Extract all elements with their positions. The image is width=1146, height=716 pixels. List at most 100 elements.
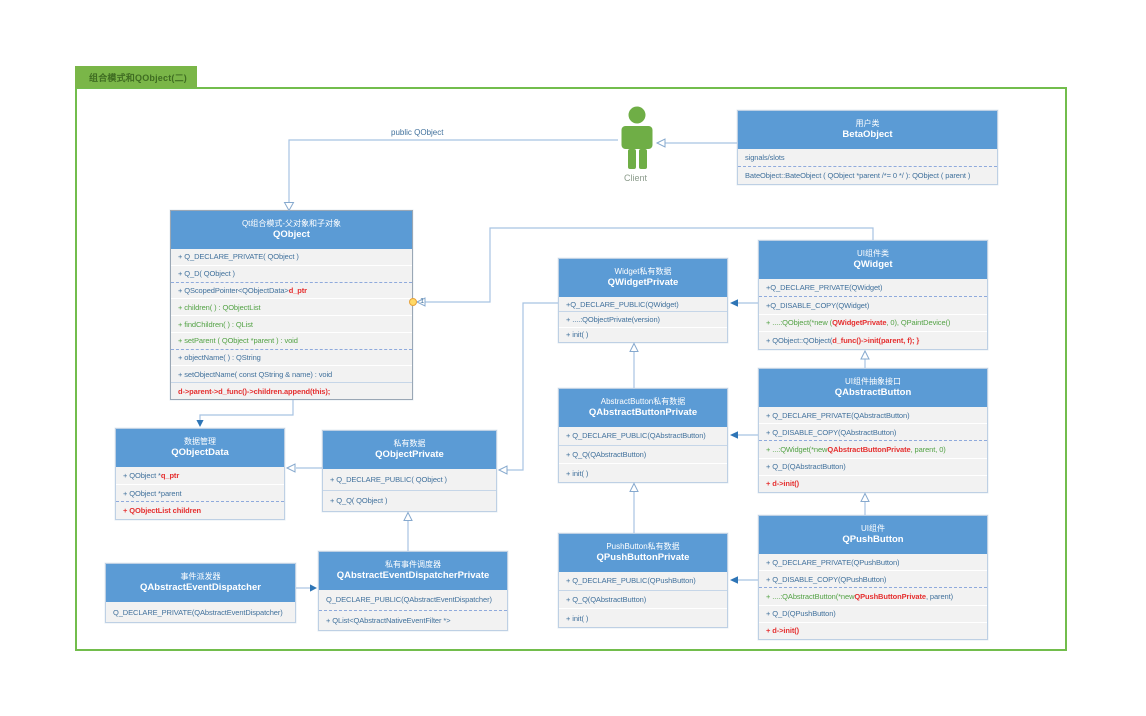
class-member-row: d->parent->d_func()->children.append(thi… xyxy=(171,383,412,399)
member-text: , 0), QPaintDevice() xyxy=(886,318,951,328)
member-text: + QObject * xyxy=(123,470,161,480)
member-text: + Q_DECLARE_PUBLIC( QObject ) xyxy=(330,474,447,484)
class-stereotype: 用户类 xyxy=(855,119,880,129)
class-name: QPushButtonPrivate xyxy=(596,552,690,564)
class-member-row: + Q_D(QPushButton) xyxy=(759,606,987,623)
class-name: QWidgetPrivate xyxy=(607,277,679,289)
member-text: + Q_DISABLE_COPY(QAbstractButton) xyxy=(766,427,897,437)
diagram-tab[interactable]: 组合模式和QObject(二) xyxy=(75,66,198,88)
class-member-row: + Q_Q(QAbstractButton) xyxy=(559,591,727,610)
member-text: + objectName( ) : QString xyxy=(178,353,261,363)
class-member-row: + findChildren( ) : QList xyxy=(171,316,412,333)
class-member-row: + d->init() xyxy=(759,623,987,639)
class-name: BetaObject xyxy=(842,129,893,141)
member-text: + Q_Q(QAbstractButton) xyxy=(566,595,647,604)
member-text: + ....:QObject(*new ( xyxy=(766,318,833,328)
member-text: + d->init() xyxy=(766,479,800,489)
class-member-row: BateObject::BateObject ( QObject *parent… xyxy=(738,167,997,184)
class-stereotype: PushButton私有数据 xyxy=(606,542,680,552)
class-member-row: Q_DECLARE_PUBLIC(QAbstractEventDispatche… xyxy=(319,590,507,611)
member-text: d_func()->init(parent, f); } xyxy=(832,336,920,346)
class-member-row: + children( ) : QObjectList xyxy=(171,299,412,317)
class-stereotype: 事件派发器 xyxy=(180,572,221,582)
class-member-row: + Q_Q( QObject ) xyxy=(323,491,496,512)
member-text: + setObjectName( const QString & name) :… xyxy=(178,369,333,379)
class-member-row: + ....:QObjectPrivate(version) xyxy=(559,312,727,328)
inheritance-label: public QObject xyxy=(388,128,447,137)
class-body: Q_DECLARE_PUBLIC(QAbstractEventDispatche… xyxy=(319,590,507,630)
class-member-row: signals/slots xyxy=(738,149,997,167)
class-member-row: + init( ) xyxy=(559,609,727,627)
member-text: QPushButtonPrivate xyxy=(854,592,926,601)
class-stereotype: 私有事件调度器 xyxy=(385,560,441,570)
client-actor-label: Client xyxy=(624,173,648,183)
class-member-row: + ...:QWidget(*new QAbstractButtonPrivat… xyxy=(759,441,987,459)
class-name: QObject xyxy=(273,229,310,241)
class-member-row: + QObject *parent xyxy=(116,485,284,503)
class-member-row: + setParent ( QObject *parent ) : void xyxy=(171,333,412,350)
member-text: + Q_Q( QObject ) xyxy=(330,496,388,506)
member-text: + QObject *parent xyxy=(123,488,182,498)
class-member-row: + QObjectList children xyxy=(116,502,284,519)
member-text: + setParent ( QObject *parent ) : void xyxy=(178,336,298,346)
class-name: QObjectData xyxy=(171,447,229,459)
class-body: + Q_DECLARE_PRIVATE(QAbstractButton) + Q_… xyxy=(759,407,987,492)
class-member-row: + QObject::QObject( d_func()->init(paren… xyxy=(759,332,987,349)
member-text: + Q_D(QAbstractButton) xyxy=(766,462,846,472)
class-stereotype: Qt组合模式-父对象和子对象 xyxy=(241,219,342,229)
member-text: q_ptr xyxy=(160,470,180,480)
class-name: QAbstractEventDispatcherPrivate xyxy=(336,570,490,582)
member-text: + init( ) xyxy=(566,330,589,340)
class-stereotype: AbstractButton私有数据 xyxy=(600,397,686,407)
member-text: + ...:QWidget(*new xyxy=(766,445,828,454)
class-member-row: + Q_DECLARE_PRIVATE(QAbstractButton) xyxy=(759,407,987,425)
member-text: + Q_D(QPushButton) xyxy=(766,609,836,619)
class-member-row: +Q_DISABLE_COPY(QWidget) xyxy=(759,297,987,315)
class-member-row: + Q_DISABLE_COPY(QPushButton) xyxy=(759,571,987,589)
class-member-row: + objectName( ) : QString xyxy=(171,350,412,367)
member-text: d->parent->d_func()->children.append(thi… xyxy=(178,386,331,396)
class-body: +Q_DECLARE_PUBLIC(QWidget)+ ....:QObject… xyxy=(559,297,727,342)
class-body: + Q_DECLARE_PRIVATE(QPushButton)+ Q_DISA… xyxy=(759,554,987,639)
class-stereotype: UI组件 xyxy=(861,524,885,534)
class-body: +Q_DECLARE_PRIVATE(QWidget)+Q_DISABLE_CO… xyxy=(759,279,987,349)
class-member-row: Q_DECLARE_PRIVATE(QAbstractEventDispatch… xyxy=(106,602,295,622)
class-member-row: + setObjectName( const QString & name) :… xyxy=(171,366,412,384)
class-member-row: + Q_DECLARE_PUBLIC(QPushButton) xyxy=(559,572,727,591)
member-text: + init( ) xyxy=(566,468,589,478)
class-member-row: + Q_DECLARE_PUBLIC( QObject ) xyxy=(323,469,496,491)
member-text: Q_DECLARE_PRIVATE(QAbstractEventDispatch… xyxy=(113,607,283,617)
class-member-row: + Q_DECLARE_PUBLIC(QAbstractButton) xyxy=(559,427,727,446)
member-text: + QList<QAbstractNativeEventFilter *> xyxy=(326,615,451,625)
class-body: + Q_DECLARE_PRIVATE( QObject )+ Q_D( QOb… xyxy=(171,249,412,399)
class-member-row: + Q_DECLARE_PRIVATE(QPushButton) xyxy=(759,554,987,572)
class-stereotype: UI组件类 xyxy=(857,249,889,259)
member-text: , parent) xyxy=(925,592,953,601)
class-name: QAbstractButtonPrivate xyxy=(588,407,698,419)
member-text: + d->init() xyxy=(766,626,800,636)
class-member-row: + QList<QAbstractNativeEventFilter *> xyxy=(319,611,507,631)
class-member-row: + Q_DISABLE_COPY(QAbstractButton) xyxy=(759,424,987,442)
class-member-row: + Q_Q(QAbstractButton) xyxy=(559,446,727,465)
member-text: + Q_DECLARE_PRIVATE(QAbstractButton) xyxy=(766,410,910,420)
